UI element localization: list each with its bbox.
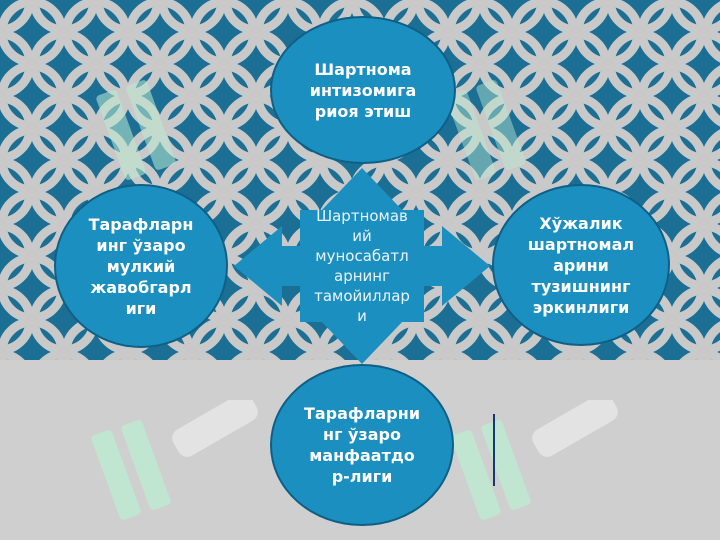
- node-left-mutual-liability[interactable]: Тарафларн инг ўзаро мулкий жавобгарл иги: [54, 184, 228, 348]
- center-line: Шартномав: [316, 207, 408, 225]
- node-line: Тарафларни: [303, 404, 421, 423]
- node-line: инг ўзаро: [96, 235, 186, 255]
- node-line: нг ўзаро: [323, 425, 401, 444]
- node-line: иги: [125, 298, 157, 318]
- hub-core: [300, 210, 424, 322]
- node-line: Шартнома: [314, 59, 412, 79]
- center-line: тамойиллар: [314, 287, 410, 305]
- center-line: арнинг: [334, 267, 390, 285]
- node-line: риоя этиш: [314, 101, 412, 121]
- node-line: мулкий: [106, 256, 176, 276]
- arrow-right: [422, 226, 490, 306]
- arrow-left: [234, 226, 302, 306]
- node-line: эркинлиги: [532, 297, 630, 317]
- text-cursor: [493, 414, 495, 486]
- node-line: Хўжалик: [539, 213, 623, 233]
- center-line: муносабатл: [315, 247, 409, 265]
- center-line: и: [357, 307, 367, 325]
- node-right-freedom-of-contract[interactable]: Хўжалик шартномал арини тузишнинг эркинл…: [492, 184, 670, 346]
- node-line: арини: [553, 255, 609, 275]
- node-line: манфаатдо: [309, 446, 415, 465]
- arrow-up: [320, 168, 404, 222]
- node-line: Тарафларн: [88, 214, 194, 234]
- center-principles-label: Шартномав ий муносабатл арнинг тамойилла…: [300, 200, 424, 332]
- node-line: жавобгарл: [90, 277, 192, 297]
- arrow-down: [320, 310, 404, 364]
- node-line: тузишнинг: [531, 276, 631, 296]
- node-top-contract-discipline[interactable]: Шартнома интизомига риоя этиш: [270, 16, 456, 164]
- node-bottom-mutual-interest[interactable]: Тарафларни нг ўзаро манфаатдо р-лиги: [270, 364, 454, 526]
- node-line: интизомига: [309, 80, 417, 100]
- node-line: шартномал: [527, 234, 635, 254]
- node-line: р-лиги: [331, 467, 393, 486]
- center-line: ий: [352, 227, 372, 245]
